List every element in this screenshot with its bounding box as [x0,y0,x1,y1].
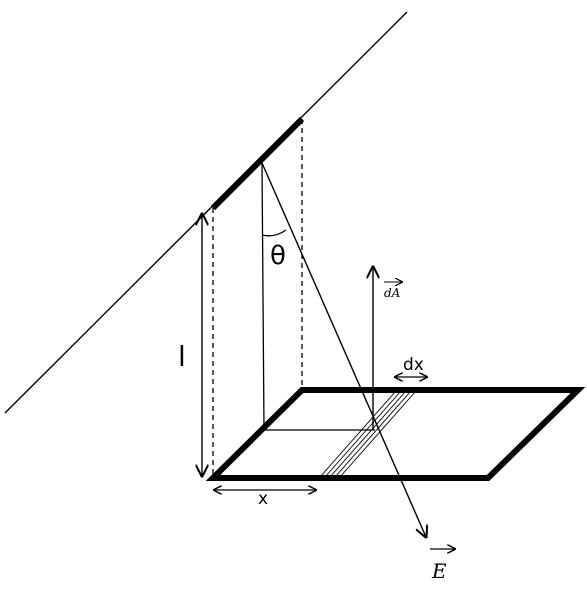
x-label: x [258,489,268,509]
plate [205,387,586,481]
vertical-drop-line [261,162,265,431]
field-vector-arrow [261,162,426,537]
area-strip-hatching [319,390,417,478]
field-vector-label: E [431,559,447,583]
wire-segment [210,116,305,211]
length-label: l [178,340,186,373]
wire-line [4,11,408,414]
theta-label: θ [270,241,286,271]
area-vector-label: dA [384,286,401,300]
dx-label: dx [403,355,424,375]
theta-arc [261,229,287,237]
